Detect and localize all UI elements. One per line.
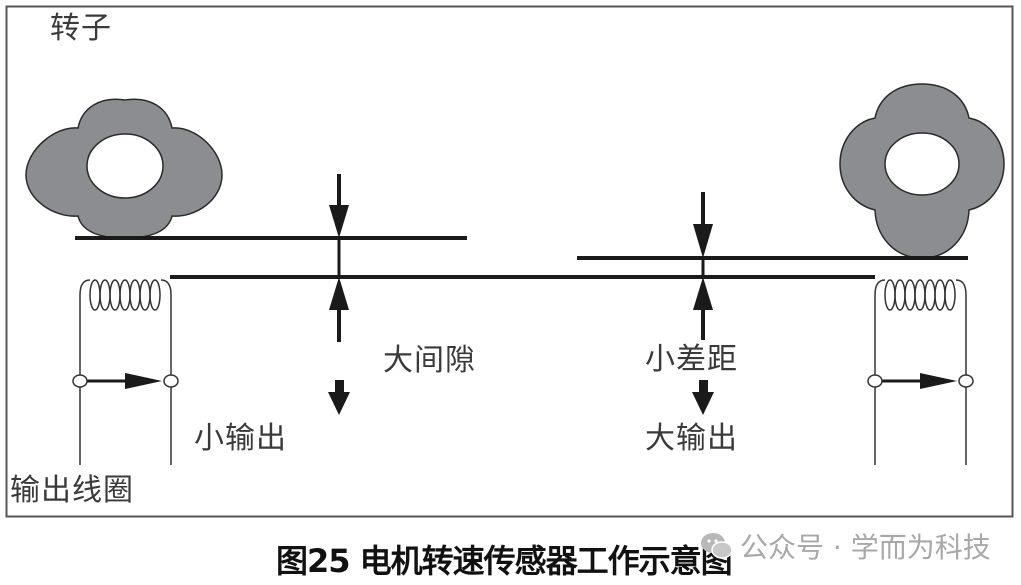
figure-caption: 图25 电机转速传感器工作示意图 [276,542,733,580]
left-rotor-icon [25,98,223,239]
large-gap-label: 大间隙 [383,343,476,378]
watermark-text: 公众号 · 学而为科技 [740,531,991,564]
rotor-label: 转子 [50,11,112,46]
small-gap-arrows-icon [693,192,713,340]
watermark: 公众号 · 学而为科技 [700,526,991,566]
small-output-label: 小输出 [194,421,287,456]
small-gap-label: 小差距 [645,342,738,377]
right-rotor-icon [839,83,1005,259]
output-coil-label: 输出线圈 [10,473,134,508]
right-output-signal-arrow-icon [867,373,974,389]
left-output-coil-icon [79,279,172,465]
left-output-signal-arrow-icon [72,373,179,389]
large-output-arrow-icon [692,380,714,415]
small-output-arrow-icon [328,380,350,415]
diagram-frame [5,5,1014,518]
right-output-coil-icon [874,279,967,465]
large-gap-arrows-icon [329,174,349,342]
large-output-label: 大输出 [645,421,738,456]
wechat-icon [700,531,734,561]
